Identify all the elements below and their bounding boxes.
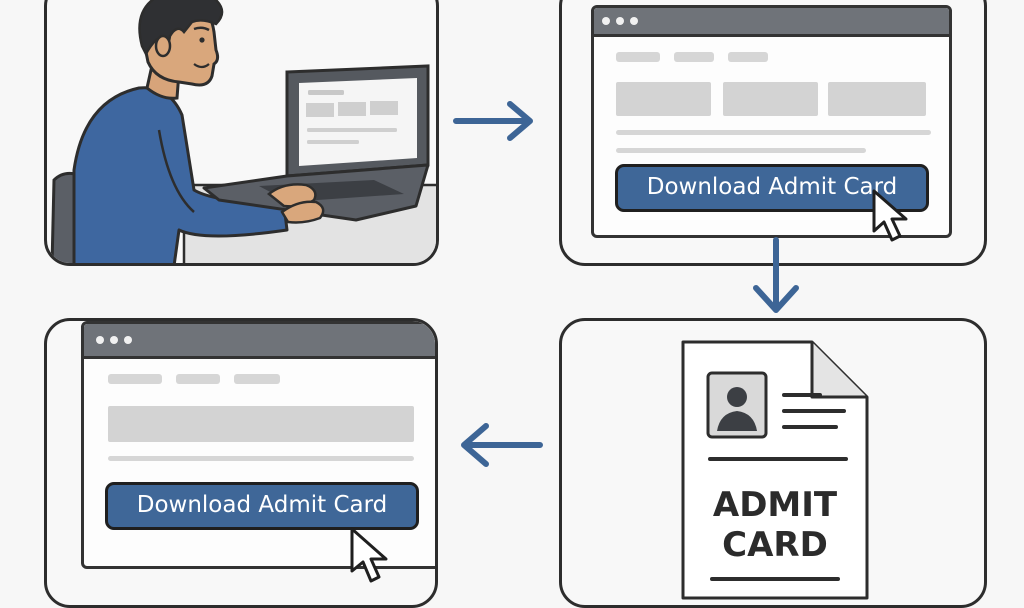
arrow-left-icon [461,423,543,467]
browser-titlebar [594,8,949,37]
browser-window: Download Admit Card [591,5,952,238]
download-admit-card-button[interactable]: Download Admit Card [615,164,929,212]
step-user-at-laptop-panel [44,0,439,266]
cursor-pointer-icon [350,527,388,583]
browser-titlebar [84,324,435,359]
step-website-panel: Download Admit Card [559,0,987,266]
step-download-panel: Download Admit Card [44,318,438,608]
cursor-pointer-icon [872,189,908,242]
arrow-right-icon [453,101,533,141]
arrow-down-icon [753,237,799,313]
browser-window: Download Admit Card [81,321,435,569]
download-admit-card-button[interactable]: Download Admit Card [105,482,419,530]
admit-card-title-line2: CARD [722,525,828,565]
admit-card-document: ADMIT CARD [680,339,870,601]
step-admit-card-panel: ADMIT CARD [559,318,987,608]
document-icon [681,340,869,600]
admit-card-title-line1: ADMIT [712,485,838,525]
person-at-laptop-icon [50,0,436,263]
